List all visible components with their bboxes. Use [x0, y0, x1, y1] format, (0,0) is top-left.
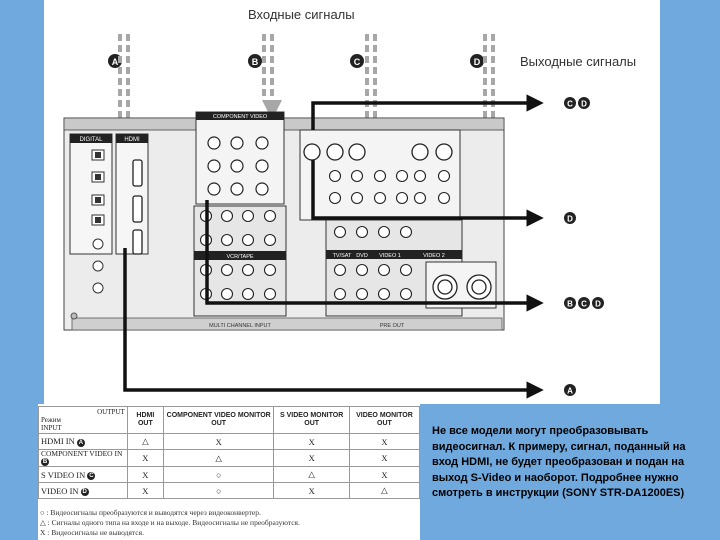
table-corner: OUTPUT Режим INPUT [38, 406, 128, 434]
row-label: S VIDEO IN C [38, 466, 128, 484]
table-row: S VIDEO IN C X ○ △ X [38, 466, 421, 484]
row-marker: C [87, 471, 96, 480]
legend-item: △ : Сигналы одного типа на входе и на вы… [40, 518, 300, 527]
column-header: S VIDEO MONITOR OUT [273, 406, 350, 434]
row-marker: B [41, 458, 49, 467]
svg-text:A: A [567, 387, 573, 396]
vcr-label: VCR/TAPE [226, 254, 253, 260]
table-cell: X [348, 433, 421, 450]
output-lines [123, 94, 544, 399]
svg-text:C: C [581, 300, 587, 309]
component-video-label: COMPONENT VIDEO [213, 114, 268, 120]
svg-text:B: B [252, 57, 259, 67]
table-cell: △ [162, 448, 275, 468]
output-signals-title: Выходные сигналы [520, 54, 636, 69]
video2-label: VIDEO 2 [423, 253, 445, 259]
legend-item: ○ : Видеосигналы преобразуются и выводят… [40, 508, 261, 517]
corner-input: INPUT [41, 424, 62, 432]
svg-text:C: C [567, 100, 573, 109]
column-header: HDMI OUT [126, 406, 164, 434]
table-cell: △ [348, 482, 421, 500]
input-dashed-lines [110, 34, 495, 138]
output-markers-bcd: B C D [564, 297, 604, 309]
output-markers-cd: C D [564, 97, 590, 109]
svg-text:A: A [112, 57, 119, 67]
table-cell: X [348, 466, 421, 484]
svg-text:D: D [567, 215, 573, 224]
table-row: VIDEO IN D X ○ X △ [38, 482, 421, 500]
svg-text:D: D [595, 300, 601, 309]
bottom-section: OUTPUT Режим INPUT HDMI OUT COMPONENT VI… [0, 404, 720, 540]
output-markers-d: D [564, 212, 576, 224]
video1-label: VIDEO 1 [379, 253, 401, 259]
input-signals-title: Входные сигналы [248, 7, 355, 22]
table-cell: X [126, 466, 164, 484]
conversion-table: OUTPUT Режим INPUT HDMI OUT COMPONENT VI… [38, 406, 421, 500]
row-label: VIDEO IN D [38, 482, 128, 500]
row-label: COMPONENT VIDEO IN B [38, 448, 128, 468]
table-cell: X [162, 433, 275, 450]
dvd-label: DVD [356, 253, 368, 259]
svg-text:B: B [567, 300, 573, 309]
table-cell: X [273, 482, 350, 500]
row-marker: A [76, 438, 85, 447]
column-header: VIDEO MONITOR OUT [348, 406, 421, 434]
receiver-back-panel: DIGITAL HDMI COMPONENT VIDEO [63, 111, 505, 331]
row-label: HDMI IN A [38, 433, 128, 450]
note-text: Не все модели могут преобразовывать виде… [432, 425, 686, 499]
table-cell: △ [273, 466, 350, 484]
digital-label: DIGITAL [80, 137, 104, 143]
row-marker: D [80, 487, 89, 496]
table-cell: ○ [162, 466, 275, 484]
table-cell: X [273, 433, 350, 450]
svg-text:D: D [474, 57, 481, 67]
table-cell: ○ [162, 482, 275, 500]
column-header: COMPONENT VIDEO MONITOR OUT [162, 406, 275, 434]
tv-label: TV/SAT [333, 253, 352, 259]
pre-out-label: PRE OUT [380, 323, 405, 329]
table-row: COMPONENT VIDEO IN B X △ X X [38, 448, 421, 468]
conversion-table-box: OUTPUT Режим INPUT HDMI OUT COMPONENT VI… [38, 404, 421, 540]
svg-text:C: C [354, 57, 361, 67]
corner-mode: Режим [41, 416, 61, 424]
corner-output: OUTPUT [97, 408, 125, 416]
legend-item: X : Видеосигналы не выводятся. [40, 528, 144, 537]
multi-channel-label: MULTI CHANNEL INPUT [209, 323, 271, 329]
hdmi-label: HDMI [124, 137, 140, 143]
table-row: HDMI IN A △ X X X [38, 433, 421, 450]
input-marker-c: C [350, 54, 364, 68]
table-cell: △ [126, 433, 164, 450]
svg-text:D: D [581, 100, 587, 109]
table-cell: X [348, 448, 421, 468]
table-cell: X [126, 482, 164, 500]
input-marker-d: D [470, 54, 484, 68]
input-marker-b: B [248, 54, 262, 68]
table-cell: X [273, 448, 350, 468]
output-markers-a: A [564, 384, 576, 396]
table-cell: X [126, 448, 164, 468]
